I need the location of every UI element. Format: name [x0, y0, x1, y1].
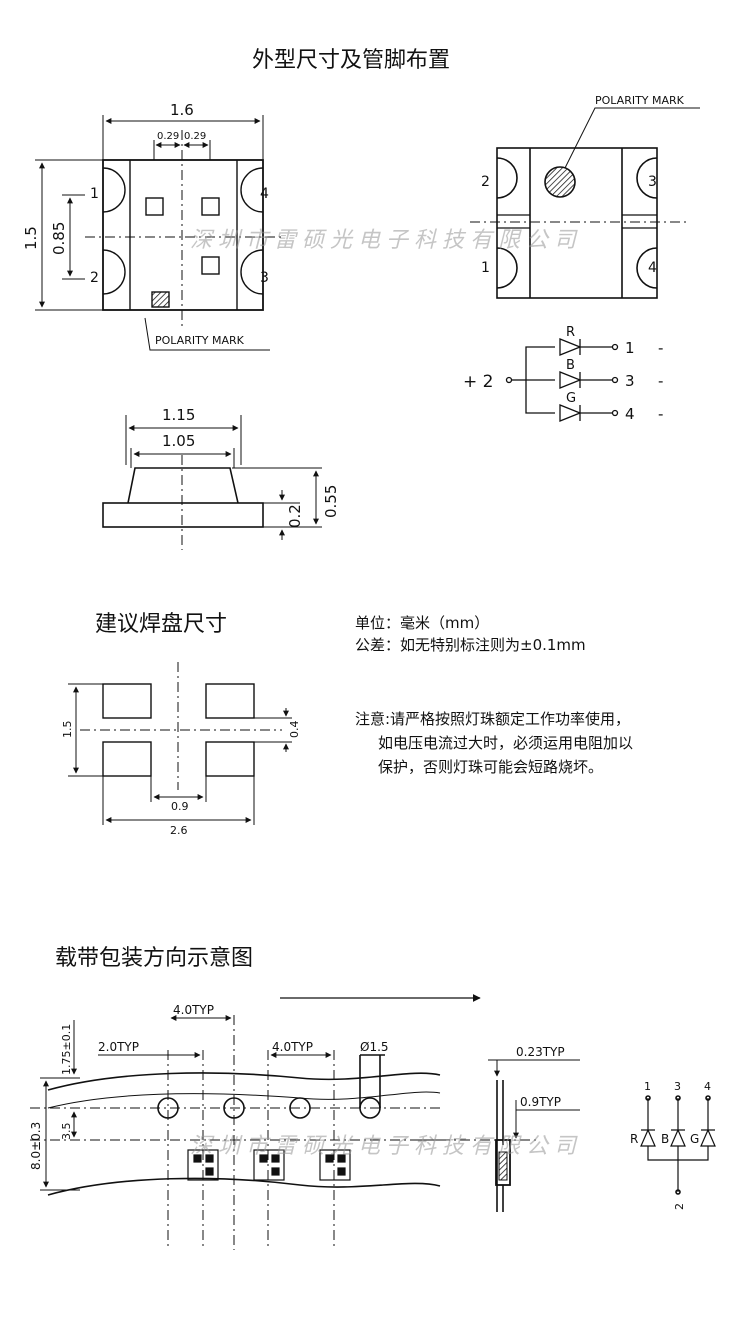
tape-b-label: B: [661, 1132, 669, 1146]
pad-layout: [68, 662, 292, 825]
tape-pin-4: 4: [704, 1080, 711, 1093]
side-view: [102, 415, 322, 550]
tape-pitch-top-label: 4.0TYP: [173, 1003, 214, 1017]
top-polarity-label: POLARITY MARK: [155, 334, 245, 347]
top-pin-4: 4: [260, 186, 269, 202]
tape-hole-label: Ø1.5: [360, 1040, 389, 1054]
bottom-pin-1: 1: [481, 260, 490, 276]
tape-g-label: G: [690, 1132, 699, 1146]
top-pin-2: 2: [90, 270, 99, 286]
circuit-pin-1: 1: [625, 339, 635, 357]
side-height-label: 0.55: [322, 485, 340, 518]
bottom-view: [470, 107, 700, 299]
tape-center-label: 3.5: [60, 1123, 73, 1141]
bottom-pin-2: 2: [481, 174, 490, 190]
circuit-pin-3: 3: [625, 372, 635, 390]
side-inner-label: 1.05: [162, 432, 195, 450]
bottom-pin-4: 4: [648, 260, 657, 276]
top-height-label: 1.5: [22, 226, 40, 250]
unit-note: 单位：毫米（mm）: [355, 614, 490, 632]
circuit-common-label: + 2: [463, 372, 493, 392]
tape-thickness-label: 0.23TYP: [516, 1045, 565, 1059]
tolerance-note: 公差：如无特别标注则为±0.1mm: [355, 636, 586, 654]
top-pad-w1-label: 0.29: [157, 131, 179, 142]
watermark-top: 深圳市雷硕光电子科技有限公司: [190, 228, 583, 253]
top-pad-w2-label: 0.29: [184, 131, 206, 142]
pad-gap-label: 0.4: [288, 721, 301, 739]
pad-total-label: 2.6: [170, 824, 188, 837]
bottom-polarity-label: POLARITY MARK: [595, 94, 685, 107]
top-pitch-label: 0.85: [50, 222, 68, 255]
pad-title: 建议焊盘尺寸: [95, 612, 228, 637]
side-top-label: 1.15: [162, 406, 195, 424]
tape-pin-3: 3: [674, 1080, 681, 1093]
caution-note-1: 注意:请严格按照灯珠额定工作功率使用，: [355, 710, 631, 728]
tape-pin-2: 2: [673, 1203, 686, 1210]
top-width-label: 1.6: [170, 101, 194, 119]
circuit-r-label: R: [566, 325, 575, 340]
watermark-bottom: 深圳市雷硕光电子科技有限公司: [190, 1134, 583, 1159]
top-pin-3: 3: [260, 270, 269, 286]
tape-title: 载带包装方向示意图: [55, 946, 254, 971]
circuit-b-label: B: [566, 358, 575, 373]
tape-pin-1: 1: [644, 1080, 651, 1093]
caution-note-3: 保护，否则灯珠可能会短路烧坏。: [378, 758, 604, 776]
tape-pitch-mid-label: 4.0TYP: [272, 1040, 313, 1054]
tape-width-label: 8.0±0.3: [29, 1122, 43, 1170]
circuit-pin-4: 4: [625, 405, 635, 423]
tape-edge-label: 1.75±0.1: [60, 1024, 73, 1075]
tape-depth-label: 0.9TYP: [520, 1095, 561, 1109]
tape-offset-label: 2.0TYP: [98, 1040, 139, 1054]
side-base-label: 0.2: [286, 504, 304, 528]
top-view: [35, 115, 285, 351]
circuit-minus-1: -: [658, 339, 663, 357]
outline-title: 外型尺寸及管脚布置: [252, 48, 451, 73]
pad-height-label: 1.5: [61, 721, 74, 739]
caution-note-2: 如电压电流过大时，必须运用电阻加以: [378, 734, 634, 752]
circuit-minus-3: -: [658, 372, 663, 390]
top-pin-1: 1: [90, 186, 99, 202]
circuit-minus-4: -: [658, 405, 663, 423]
tape-r-label: R: [630, 1132, 638, 1146]
pad-inner-label: 0.9: [171, 800, 189, 813]
circuit-g-label: G: [566, 391, 576, 406]
circuit-diagram: [505, 338, 619, 422]
tape-diagram: [30, 994, 716, 1250]
bottom-pin-3: 3: [648, 174, 657, 190]
